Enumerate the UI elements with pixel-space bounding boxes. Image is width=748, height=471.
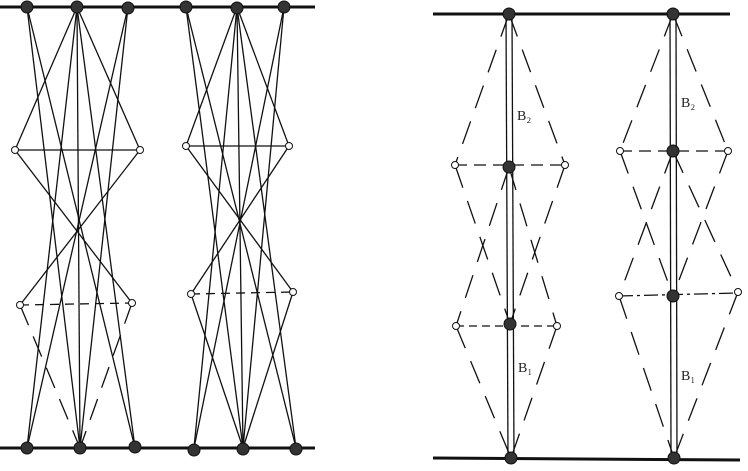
dashed-member (618, 150, 674, 297)
fixed-node (128, 440, 142, 454)
fixed-node (503, 317, 517, 331)
member (185, 6, 238, 147)
fixed-node (20, 0, 34, 14)
open-node (561, 161, 569, 169)
member (193, 6, 238, 449)
fixed-node (666, 144, 680, 158)
fixed-node (73, 441, 87, 455)
member (236, 6, 244, 449)
dashed-member (455, 325, 512, 459)
member (26, 6, 81, 449)
member (26, 6, 136, 449)
fixed-node (121, 1, 135, 15)
open-node (128, 299, 136, 307)
double-rod (669, 13, 672, 459)
dashed-member (510, 325, 558, 459)
right-truss-d (618, 13, 739, 459)
member (26, 6, 129, 449)
dashed-member (508, 13, 566, 166)
right-nodes (451, 7, 742, 465)
member (242, 6, 285, 449)
fixed-node (187, 443, 201, 457)
fixed-node (502, 160, 516, 174)
member (236, 6, 290, 147)
left-truss-b (185, 6, 297, 449)
dashed-member (19, 304, 81, 449)
dashed-member (455, 166, 510, 327)
fixed-node (277, 0, 291, 14)
open-node (289, 288, 297, 296)
fixed-node (179, 0, 193, 14)
open-node (724, 147, 732, 155)
fixed-node (666, 7, 680, 21)
member (76, 6, 136, 449)
dashed-member (672, 13, 729, 152)
member (193, 6, 285, 449)
open-node (187, 290, 195, 298)
open-node (615, 292, 623, 300)
member (190, 145, 290, 295)
right-truss-panel: B₂ B₂ B₁ B₁ (432, 7, 742, 465)
fixed-node (502, 7, 516, 21)
member (14, 6, 78, 151)
fixed-node (230, 1, 244, 15)
fixed-node (504, 451, 518, 465)
fixed-node (667, 451, 681, 465)
open-node (136, 146, 144, 154)
member (185, 6, 297, 449)
member (242, 291, 294, 449)
open-node (11, 146, 19, 154)
member (19, 149, 141, 306)
fixed-node (70, 0, 84, 14)
dashed-member (618, 295, 675, 459)
label-b1-right: B₁ (681, 369, 695, 384)
double-rod (511, 13, 515, 459)
fixed-node (20, 441, 34, 455)
fixed-node (666, 289, 680, 303)
open-node (182, 142, 190, 150)
member (76, 6, 81, 449)
label-b2-left: B₂ (517, 109, 531, 124)
fixed-node (289, 442, 303, 456)
left-truss-a (14, 6, 141, 449)
open-node (734, 288, 742, 296)
dashed-member (672, 150, 729, 297)
right-truss-c (454, 13, 566, 459)
member (185, 6, 244, 449)
member (190, 293, 244, 449)
open-node (616, 147, 624, 155)
dashed-member (509, 164, 566, 325)
member (14, 149, 133, 304)
dashed-member (190, 291, 294, 295)
label-b1-left: B₁ (518, 361, 532, 376)
fixed-node (236, 442, 250, 456)
dashed-member (19, 302, 133, 306)
dashed-member (79, 302, 133, 449)
open-node (451, 161, 459, 169)
label-b2-right: B₂ (681, 96, 695, 111)
dashed-member (619, 13, 674, 152)
left-truss-panel (0, 0, 315, 457)
dashed-member (673, 291, 739, 459)
double-rod (675, 13, 678, 459)
double-rod (505, 13, 509, 459)
dashed-member (508, 166, 558, 327)
member (236, 6, 297, 449)
member (26, 6, 78, 449)
dashed-member (672, 150, 739, 293)
open-node (285, 142, 293, 150)
member (79, 6, 129, 449)
open-node (16, 301, 24, 309)
member (185, 145, 294, 293)
dashed-member (454, 13, 510, 166)
right-bottom-chord (432, 456, 741, 462)
open-node (553, 322, 561, 330)
open-node (452, 322, 460, 330)
member (76, 6, 141, 151)
left-nodes (11, 0, 303, 457)
